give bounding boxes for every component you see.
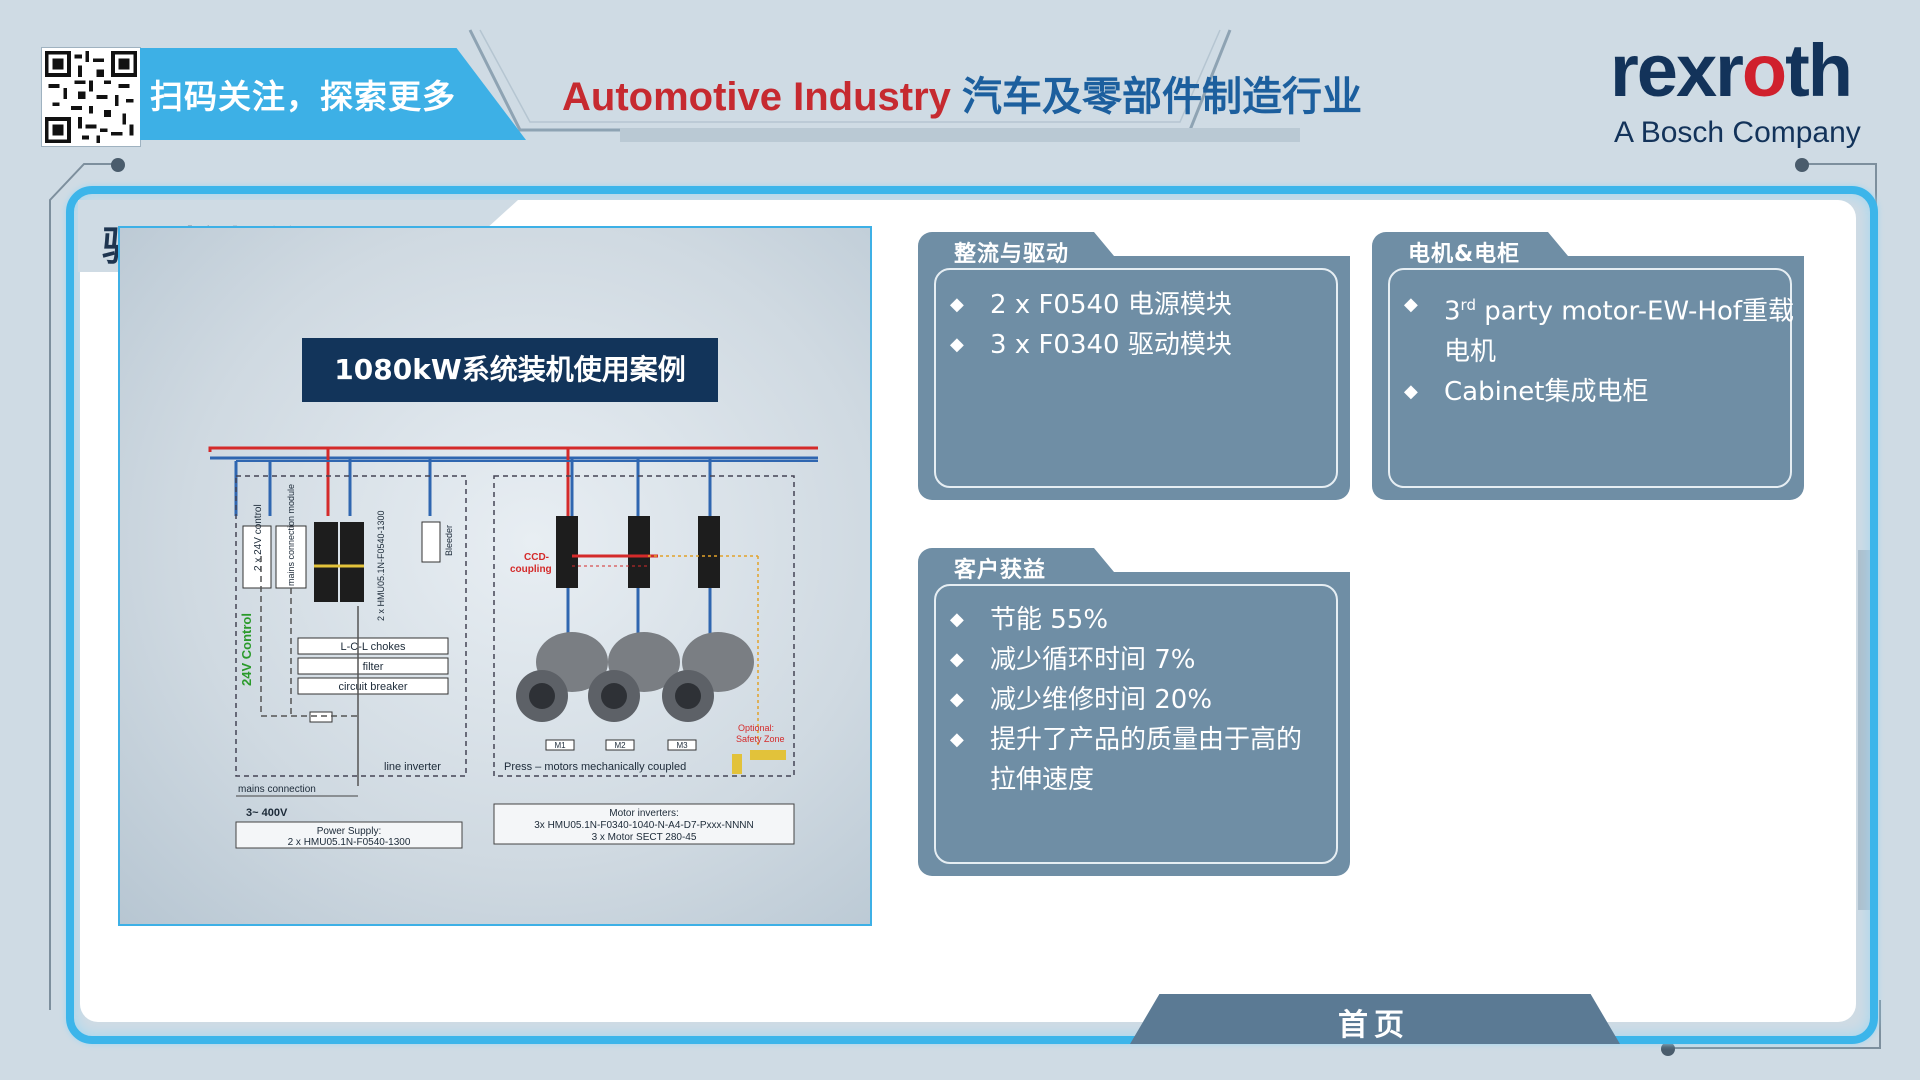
bleeder-box [421, 521, 441, 563]
card-motor-title: 电机&电柜 [1408, 242, 1521, 267]
safety-zone-label: Safety Zone [736, 734, 785, 744]
mi-line1: Motor inverters: [609, 808, 678, 819]
m2-label: M2 [614, 741, 626, 750]
qr-code[interactable] [42, 48, 140, 146]
mains-module [275, 525, 307, 589]
filter-label: filter [363, 661, 384, 673]
control-module-label: 2 x 24V control [253, 504, 264, 571]
m3-label: M3 [676, 741, 688, 750]
home-nav-bar[interactable] [1130, 994, 1620, 1044]
scan-follow-text: 扫码关注，探索更多 [150, 77, 456, 116]
frame-dot [111, 158, 125, 172]
scan-banner [140, 48, 526, 140]
content-frame [66, 186, 1878, 1044]
list-item: ◆减少循环时间 7% [950, 645, 1196, 675]
logo-accent-letter: o [1741, 29, 1787, 112]
card-rectify-title: 整流与驱动 [954, 242, 1070, 267]
card-motor-frame [1388, 268, 1792, 488]
card-benefit [918, 548, 1350, 876]
home-button[interactable]: 首页 [1338, 1008, 1410, 1043]
card-rectify-frame [934, 268, 1338, 488]
list-item: ◆3rd party motor-EW-Hof重载电机 [1404, 294, 1795, 367]
inverter-2 [628, 516, 650, 588]
system-diagram: 2 x 24V control mains connection module … [208, 446, 818, 849]
bleeder-label: Bleeder [444, 525, 454, 556]
header-title-en: Automotive Industry [562, 75, 963, 119]
diagram-heading: 1080kW系统装机使用案例 [302, 338, 718, 402]
list-item: ◆2 x F0540 电源模块 [950, 290, 1232, 320]
list-item: ◆节能 55% [950, 605, 1109, 635]
m1-label: M1 [554, 741, 566, 750]
frame-dot [1795, 158, 1809, 172]
rexroth-logo: rexroth [1610, 29, 1853, 112]
brand-subtitle: A Bosch Company [1614, 116, 1861, 149]
optional-label: Optional: [738, 723, 774, 733]
inverter-3 [698, 516, 720, 588]
motor-3 [662, 632, 754, 722]
line-inverter-label: line inverter [384, 761, 441, 773]
card-rectify-list: ◆2 x F0540 电源模块 ◆3 x F0340 驱动模块 [950, 285, 1232, 365]
card-benefit-frame [934, 584, 1338, 864]
card-motor-list: ◆3rd party motor-EW-Hof重载电机 ◆Cabinet集成电柜 [1404, 285, 1794, 412]
press-label: Press – motors mechanically coupled [504, 761, 686, 773]
page-header-title: Automotive Industry 汽车及零部件制造行业 [562, 64, 1362, 122]
hmu-module [340, 522, 364, 602]
control-label: 24V Control [239, 613, 254, 686]
hmu-vertical-label: 2 x HMU05.1N-F0540-1300 [376, 510, 386, 621]
voltage-label: 3~ 400V [246, 807, 288, 819]
frame-dot [1661, 1042, 1675, 1056]
motor-1 [516, 632, 608, 722]
card-motor [1372, 232, 1804, 500]
mains-module-label: mains connection module [286, 484, 296, 586]
ps-line2: 2 x HMU05.1N-F0540-1300 [288, 837, 411, 848]
card-rectify [918, 232, 1350, 500]
inverter-1 [556, 516, 578, 588]
hmu-module [314, 522, 338, 602]
mi-line2: 3x HMU05.1N-F0340-1040-N-A4-D7-Pxxx-NNNN [534, 820, 754, 831]
motor-2 [588, 632, 680, 722]
header-title-cn: 汽车及零部件制造行业 [962, 75, 1363, 119]
control-module [242, 525, 272, 589]
card-benefit-title: 客户获益 [954, 558, 1047, 583]
list-item: ◆提升了产品的质量由于高的拉伸速度 [950, 725, 1303, 795]
ps-line1: Power Supply: [317, 826, 381, 837]
chokes-label: L-C-L chokes [340, 641, 406, 653]
ccd-label-2: coupling [510, 564, 552, 575]
card-benefit-list: ◆节能 55% ◆减少循环时间 7% ◆减少维修时间 20% ◆提升了产品的质量… [950, 600, 1302, 800]
ccd-label: CCD- [524, 552, 549, 563]
mi-line3: 3 x Motor SECT 280-45 [592, 832, 697, 843]
breaker-label: circuit breaker [338, 681, 407, 693]
list-item: ◆Cabinet集成电柜 [1404, 376, 1649, 407]
list-item: ◆3 x F0340 驱动模块 [950, 330, 1232, 360]
mains-connection-label: mains connection [238, 784, 316, 795]
list-item: ◆减少维修时间 20% [950, 685, 1213, 715]
